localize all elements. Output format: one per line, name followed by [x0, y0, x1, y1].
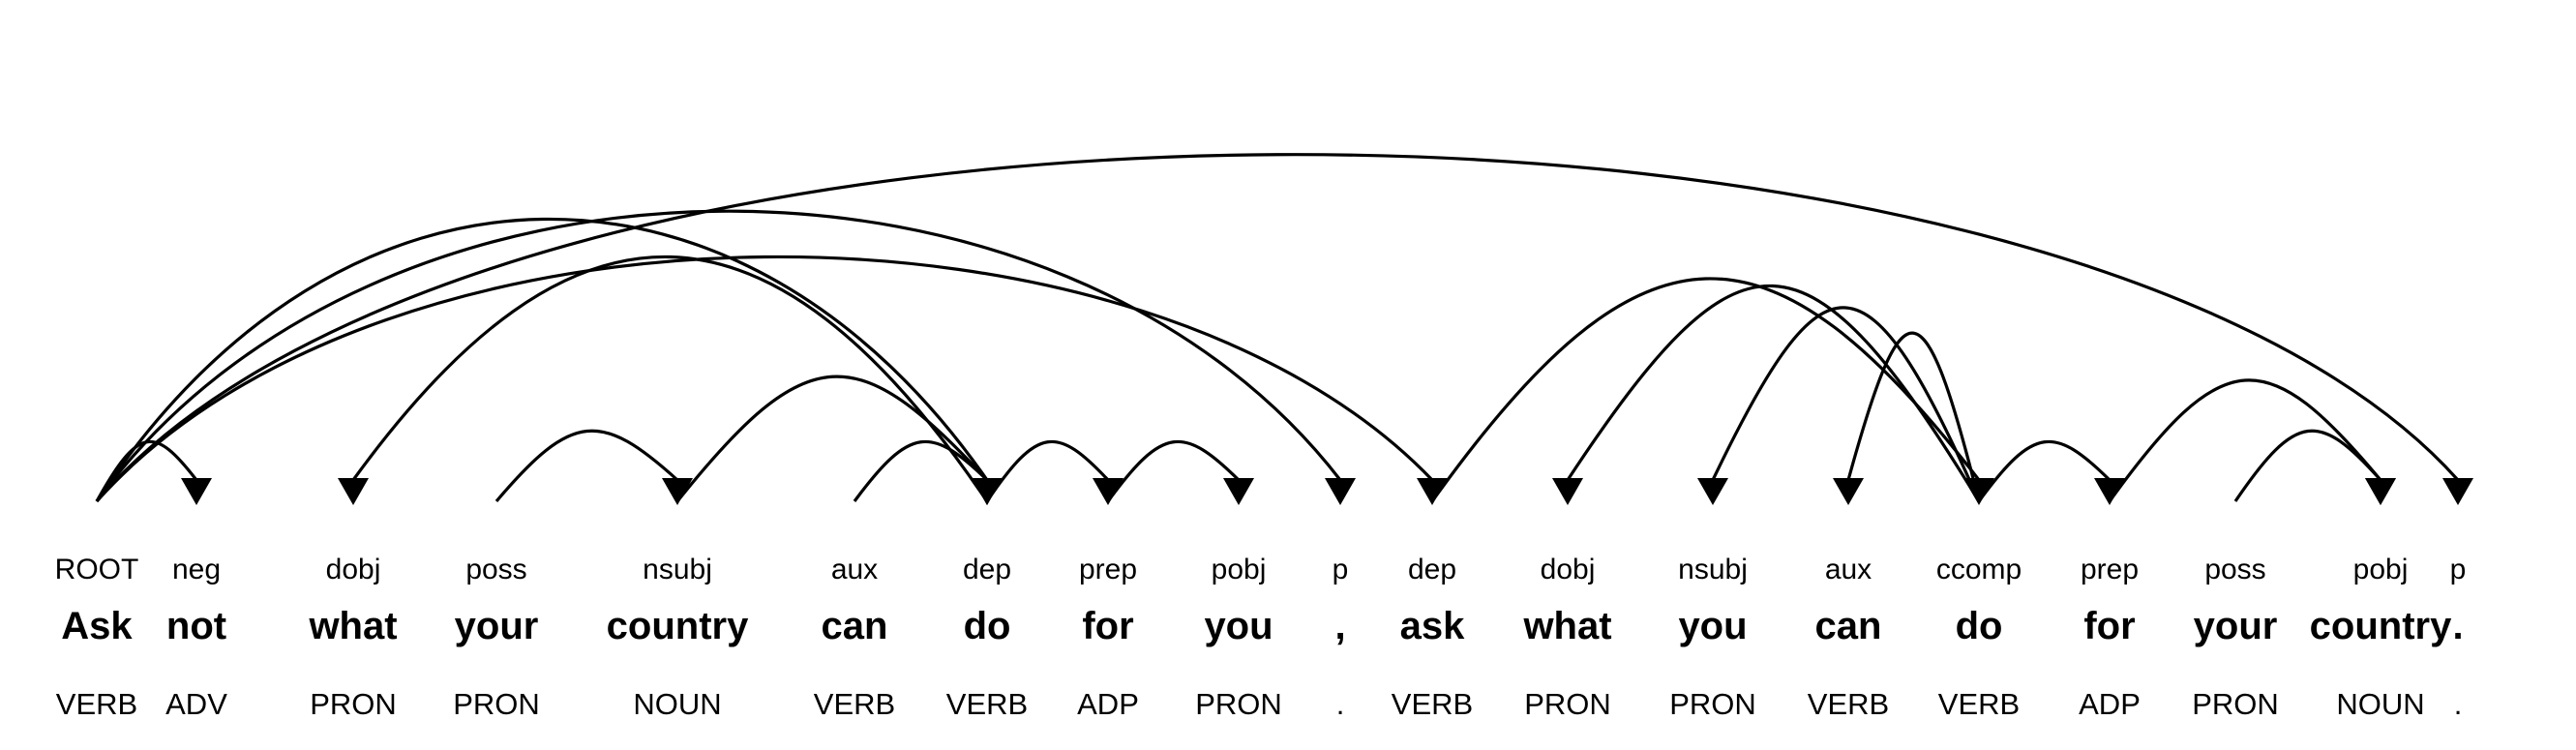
arc-arrowhead — [1417, 478, 1448, 505]
arc-arrowhead — [1552, 478, 1583, 505]
token-word[interactable]: for — [2083, 605, 2135, 647]
token-word[interactable]: , — [1334, 605, 1345, 647]
token-pos-tag: PRON — [453, 687, 540, 721]
token-word[interactable]: country — [2310, 605, 2452, 647]
token-pos-tag: . — [2454, 687, 2463, 721]
dependency-arc — [95, 255, 1434, 503]
token-pos-tag: VERB — [56, 687, 137, 721]
token-word[interactable]: what — [308, 605, 397, 647]
token-word[interactable]: you — [1204, 605, 1273, 647]
arc-arrowhead — [2365, 478, 2396, 505]
token-pos-tag: VERB — [1808, 687, 1889, 721]
dep-label: p — [2450, 554, 2467, 585]
token-pos-tag: VERB — [946, 687, 1028, 721]
arc-arrowhead — [1093, 478, 1123, 505]
token-pos-tag: VERB — [814, 687, 895, 721]
arc-arrowhead — [1325, 478, 1356, 505]
arc-arrowhead — [662, 478, 693, 505]
dependency-arc — [1846, 331, 1981, 502]
arc-group — [95, 153, 2473, 505]
token-word[interactable]: can — [822, 605, 888, 647]
dependency-arc — [2233, 429, 2382, 502]
dependency-arc — [1566, 284, 1981, 502]
dependency-arc — [1977, 439, 2112, 502]
token-word[interactable]: your — [455, 605, 539, 647]
token-pos-tag: PRON — [2192, 687, 2279, 721]
token-word[interactable]: you — [1678, 605, 1747, 647]
dep-label: p — [1333, 554, 1349, 585]
token-pos-tag: PRON — [1669, 687, 1756, 721]
dependency-arc — [675, 375, 989, 502]
token-word[interactable]: ask — [1400, 605, 1465, 647]
dependency-arc — [1711, 306, 1981, 502]
token-pos-tag: PRON — [310, 687, 397, 721]
arc-arrowhead — [338, 478, 369, 505]
dep-label: pobj — [1212, 554, 1267, 585]
dependency-arc — [2108, 378, 2382, 502]
dep-label: poss — [465, 554, 526, 585]
token-pos-tag: PRON — [1524, 687, 1611, 721]
dependency-arc — [351, 255, 989, 502]
arc-arrowhead — [2094, 478, 2125, 505]
dep-label: ccomp — [1936, 554, 2022, 585]
dep-label: aux — [831, 554, 878, 585]
arc-arrowhead — [972, 478, 1003, 505]
token-word[interactable]: for — [1082, 605, 1133, 647]
dep-label: dep — [963, 554, 1011, 585]
dependency-arc — [1106, 439, 1241, 502]
arc-arrowhead — [1963, 478, 1994, 505]
dep-label: dobj — [1541, 554, 1596, 585]
token-word[interactable]: . — [2452, 605, 2463, 647]
token-pos-tag: PRON — [1195, 687, 1282, 721]
dependency-arc — [95, 217, 989, 502]
token-pos-tag: ADP — [1077, 687, 1139, 721]
token-word[interactable]: do — [964, 605, 1011, 647]
dependency-arc — [853, 439, 989, 502]
dependency-arc — [95, 209, 1342, 502]
dependency-arc — [1430, 277, 1981, 502]
token-pos-tag: ADP — [2079, 687, 2141, 721]
arc-arrowhead — [2442, 478, 2473, 505]
arc-arrowhead — [1223, 478, 1254, 505]
dep-label: poss — [2204, 554, 2265, 585]
arc-arrowhead — [1833, 478, 1864, 505]
token-pos-tag: NOUN — [633, 687, 721, 721]
token-word[interactable]: Ask — [61, 605, 133, 647]
token-pos-tag: NOUN — [2336, 687, 2424, 721]
dep-label: ROOT — [55, 554, 139, 585]
token-word[interactable]: your — [2194, 605, 2278, 647]
arc-arrowhead — [181, 478, 212, 505]
dependency-arc — [494, 429, 679, 503]
token-pos-tag: VERB — [1938, 687, 2020, 721]
token-word[interactable]: not — [166, 605, 226, 647]
arc-arrowhead — [1697, 478, 1728, 505]
token-word[interactable]: country — [607, 605, 749, 647]
dep-label: nsubj — [1678, 554, 1748, 585]
token-word[interactable]: can — [1815, 605, 1882, 647]
dep-label: pobj — [2353, 554, 2409, 585]
dep-label: prep — [1079, 554, 1137, 585]
token-pos-tag: . — [1336, 687, 1345, 721]
token-word[interactable]: what — [1522, 605, 1611, 647]
dep-label: dobj — [326, 554, 381, 585]
dep-label: dep — [1408, 554, 1456, 585]
dep-label: nsubj — [643, 554, 712, 585]
dep-label: aux — [1825, 554, 1872, 585]
token-pos-tag: VERB — [1392, 687, 1473, 721]
dep-label: neg — [172, 554, 221, 585]
dep-label: prep — [2081, 554, 2139, 585]
dependency-arc — [985, 439, 1110, 502]
dependency-arc — [95, 153, 2460, 503]
token-word[interactable]: do — [1956, 605, 2003, 647]
token-pos-tag: ADV — [165, 687, 227, 721]
